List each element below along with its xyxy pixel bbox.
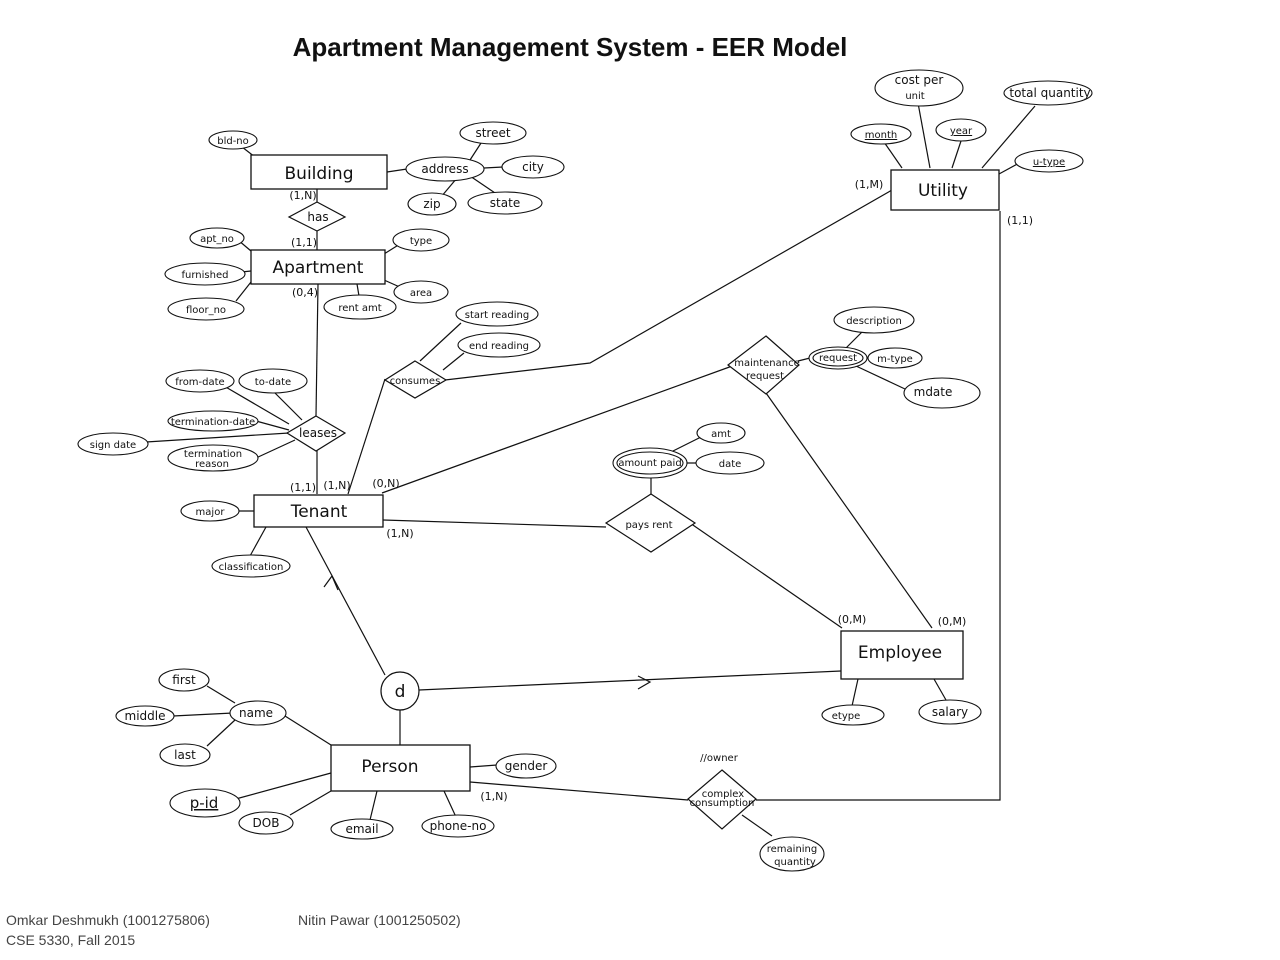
complex-consumption-label-1: complex	[702, 789, 744, 800]
owner-note: //owner	[700, 753, 739, 764]
specialization-label: d	[395, 682, 406, 702]
attr-etype: etype	[832, 711, 861, 722]
attr-apt-no: apt_no	[200, 234, 234, 245]
attr-remaining-quantity-1: remaining	[767, 844, 818, 855]
footer-author-2: Nitin Pawar (1001250502)	[298, 912, 461, 928]
entity-tenant: Tenant	[253, 494, 384, 528]
attr-email: email	[345, 822, 378, 836]
attr-city: city	[522, 160, 544, 174]
entity-tenant-label: Tenant	[290, 502, 348, 522]
attr-dob: DOB	[253, 816, 280, 830]
relationship-pays-rent: pays rent	[604, 493, 697, 553]
entity-person: Person	[330, 744, 471, 792]
attr-zip: zip	[423, 197, 440, 211]
attribute-ellipses	[77, 69, 1093, 872]
attr-gender: gender	[505, 759, 548, 773]
relationship-has: has	[287, 201, 347, 232]
entity-utility: Utility	[890, 169, 1000, 211]
attr-sign-date: sign date	[90, 440, 136, 451]
relationship-leases: leases	[285, 415, 347, 452]
entity-apartment: Apartment	[250, 249, 386, 285]
card-tenant-consumes: (1,N)	[323, 479, 350, 492]
relationship-maintenance-request: maintenance request	[727, 335, 800, 395]
attr-phone-no: phone-no	[430, 819, 487, 833]
attr-type: type	[410, 236, 432, 247]
card-utility-complex: (1,1)	[1007, 214, 1033, 227]
maintenance-request-label-2: request	[746, 371, 784, 382]
attr-total-quantity: total quantity	[1009, 86, 1090, 100]
specialization-circle: d	[380, 671, 420, 711]
relationship-consumes-label: consumes	[390, 376, 441, 387]
attr-date: date	[719, 459, 742, 470]
card-utility-consumes: (1,M)	[855, 178, 884, 191]
attr-m-type: m-type	[877, 354, 913, 365]
attr-termination-reason-2: reason	[195, 459, 229, 470]
entity-person-label: Person	[361, 757, 418, 777]
attr-furnished: furnished	[182, 270, 229, 281]
attr-name: name	[239, 706, 273, 720]
diagram-title: Apartment Management System - EER Model	[293, 32, 848, 62]
attr-cost-per-unit-2: unit	[905, 91, 924, 102]
attr-u-type: u-type	[1033, 157, 1065, 168]
attr-amount-paid: amount paid	[618, 458, 681, 469]
relationship-complex-consumption: complex consumption	[687, 769, 757, 830]
attr-salary: salary	[932, 705, 968, 719]
footer-author-1: Omkar Deshmukh (1001275806)	[6, 912, 210, 928]
attr-month: month	[865, 130, 897, 141]
attribute-labels: bld-no street address city zip state apt…	[90, 73, 1091, 868]
attr-major: major	[196, 507, 226, 518]
card-apartment-has: (1,1)	[291, 236, 317, 249]
complex-consumption-label-2: consumption	[690, 798, 755, 809]
attr-termination-date: termination-date	[171, 417, 255, 428]
attr-street: street	[475, 126, 510, 140]
attr-start-reading: start reading	[465, 310, 529, 321]
attr-to-date: to-date	[255, 377, 291, 388]
relationship-has-label: has	[307, 210, 328, 224]
entity-building-label: Building	[285, 164, 354, 184]
attr-middle: middle	[125, 709, 166, 723]
cardinality-labels: (1,N) (1,1) (0,4) (1,M) (1,1) (1,1) (1,N…	[289, 178, 1033, 803]
attr-rent-amt: rent amt	[338, 303, 381, 314]
attr-description: description	[846, 316, 902, 327]
attr-address: address	[421, 162, 468, 176]
attr-end-reading: end reading	[469, 341, 529, 352]
relationship-consumes: consumes	[383, 360, 448, 399]
entity-utility-label: Utility	[918, 181, 968, 201]
attr-floor-no: floor_no	[186, 305, 226, 316]
attr-request: request	[819, 353, 857, 364]
relationship-pays-rent-label: pays rent	[625, 520, 672, 531]
entity-building: Building	[250, 154, 388, 190]
connector-lines	[145, 102, 1036, 837]
entity-employee-label: Employee	[858, 643, 942, 663]
attr-state: state	[490, 196, 520, 210]
maintenance-request-label-1: maintenance	[734, 358, 800, 369]
attr-area: area	[410, 288, 432, 299]
attr-remaining-quantity-2: quantity	[774, 857, 816, 868]
footer-course: CSE 5330, Fall 2015	[6, 932, 135, 948]
relationship-leases-label: leases	[299, 426, 337, 440]
attr-p-id: p-id	[190, 794, 219, 812]
attr-termination-reason-1: termination	[184, 449, 242, 460]
attr-last: last	[174, 748, 196, 762]
attr-mdate: mdate	[914, 385, 953, 399]
attr-year: year	[950, 126, 973, 137]
attr-amt: amt	[711, 429, 731, 440]
card-tenant-pays-rent: (1,N)	[386, 527, 413, 540]
attr-cost-per-unit-1: cost per	[895, 73, 944, 87]
card-person-complex: (1,N)	[480, 790, 507, 803]
card-building-has: (1,N)	[289, 189, 316, 202]
attr-bld-no: bld-no	[217, 136, 249, 147]
entity-apartment-label: Apartment	[273, 258, 364, 278]
card-employee-pays-rent: (0,M)	[838, 613, 867, 626]
attr-classification: classification	[219, 562, 284, 573]
card-tenant-leases: (1,1)	[290, 481, 316, 494]
card-tenant-maintenance: (0,N)	[372, 477, 399, 490]
attr-first: first	[172, 673, 196, 687]
attr-from-date: from-date	[175, 377, 224, 388]
entity-employee: Employee	[840, 630, 964, 680]
card-employee-maintenance: (0,M)	[938, 615, 967, 628]
card-apartment-leases: (0,4)	[292, 286, 318, 299]
